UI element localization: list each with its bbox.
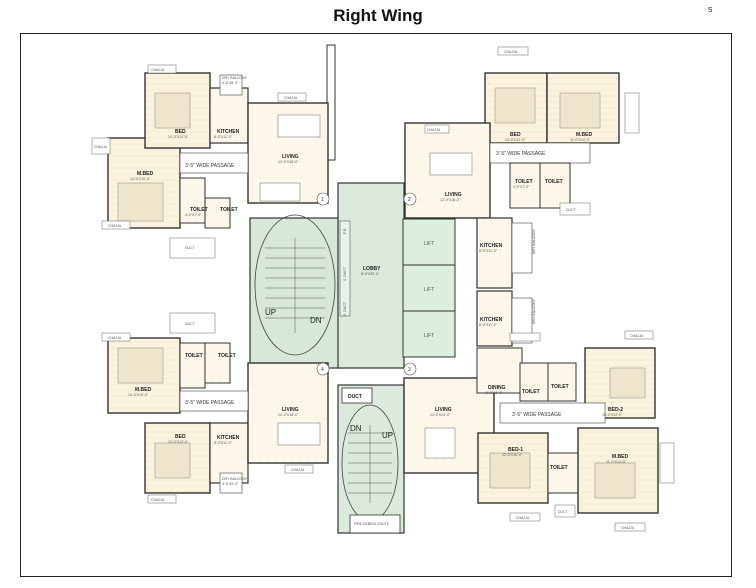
flat3-chajja-3: CHAJJA xyxy=(621,526,635,530)
flat3-duct-label: DUCT xyxy=(558,510,569,514)
flat3-passage-label: 3'-5" WIDE PASSAGE xyxy=(512,412,562,418)
flat2-chajja-1: CHAJJA xyxy=(504,50,518,54)
flat3-mbed-size: 11'-0"X14'-0" xyxy=(606,460,627,464)
corner-mark: s xyxy=(708,4,713,14)
flat3-number: 3 xyxy=(408,367,411,373)
flat2-toilet2-label: TOILET xyxy=(545,179,563,185)
flat2-mbed-label: M.BED xyxy=(576,132,593,138)
flat3-toilet1-label: TOILET xyxy=(522,389,540,395)
flat4-living-label: LIVING xyxy=(282,407,299,413)
flat4-toilet1-label: TOILET xyxy=(185,353,203,359)
flat1-bed-size: 10'-0"X12'-0" xyxy=(168,135,189,139)
page-title: Right Wing xyxy=(333,6,423,25)
flat1-mbed-size: 14'-0"X10'-0" xyxy=(130,177,151,181)
flat1-kitchen-size: 8'-0"X11'-0" xyxy=(214,135,233,139)
stair-up-label-1: UP xyxy=(265,308,276,317)
flat1-living-size: 12'-0"X18'-0" xyxy=(278,160,299,164)
flat3-living-size: 12'-0"X20'-0" xyxy=(430,413,451,417)
flat3-mbed-label: M.BED xyxy=(612,454,629,460)
flat1-toilet1-label: TOILET xyxy=(190,207,208,213)
flat2-chajja-2: CHAJJA xyxy=(427,128,441,132)
flat3-dining-label: DINING xyxy=(488,385,506,391)
flat3-bed1-size: 12'-0"X10'-0" xyxy=(502,453,523,457)
flat1-dry-balcony-label: DRY BALCONY xyxy=(222,76,248,80)
flat2-passage-label: 3'-5" WIDE PASSAGE xyxy=(496,151,546,157)
flat1-chajja-2: CHAJJA xyxy=(284,96,298,100)
floor-plan: UP DN DN UP LOBBY 8'-0"X30'-0" LIFT LIFT… xyxy=(91,44,675,534)
flat4-chajja-3: CHAJJA xyxy=(108,336,122,340)
flat1-mbed-label: M.BED xyxy=(137,171,154,177)
flat1-toilet2-label: TOILET xyxy=(220,207,238,213)
flat2-living-label: LIVING xyxy=(445,192,462,198)
flat2-duct-label: DUCT xyxy=(566,208,577,212)
lift-3-label: LIFT xyxy=(424,333,434,339)
lobby-label: LOBBY xyxy=(363,266,381,272)
flat1-passage-label: 3'-5" WIDE PASSAGE xyxy=(185,163,235,169)
flat4-kitchen-label: KITCHEN xyxy=(217,435,240,441)
flat2-kitchen-size: 8'-0"X11'-0" xyxy=(479,249,498,253)
flat2-kitchen-label: KITCHEN xyxy=(480,243,503,249)
flat2-number: 2 xyxy=(408,197,411,203)
flat4-dry-balcony-label: DRY BALCONY xyxy=(222,477,248,481)
flat3-bed1-label: BED-1 xyxy=(508,447,523,453)
stair-dn-label-2: DN xyxy=(350,424,362,433)
flat3-kitchen-label: KITCHEN xyxy=(480,317,503,323)
flat3-toilet2-label: TOILET xyxy=(551,384,569,390)
lobby-size: 8'-0"X30'-0" xyxy=(361,272,380,276)
flat4-kitchen-size: 8'-0"X11'-0" xyxy=(214,441,233,445)
lift-2-label: LIFT xyxy=(424,287,434,293)
flat3-bed2-label: BED-2 xyxy=(608,407,623,413)
flat2-living-size: 12'-0"X18'-0" xyxy=(440,198,461,202)
fire-chute-label: FIRE DEBRIS CHUTE xyxy=(354,522,390,526)
flat4-mbed-label: M.BED xyxy=(135,387,152,393)
flat3-dining-size: 8'-0"X8'-0" xyxy=(486,391,503,395)
flat4-living-size: 12'-0"X18'-0" xyxy=(278,413,299,417)
flat1-toilet-size: 4'-0"X7'-0" xyxy=(185,213,202,217)
flat2-dry-balcony-label: DRY BALCONY xyxy=(532,228,536,254)
flat3-kitchen-size: 8'-0"X11'-0" xyxy=(479,323,498,327)
s-duct-label-2: S. DUCT xyxy=(343,301,347,316)
flat-4 xyxy=(101,312,329,504)
fd-label: F.D xyxy=(343,228,347,234)
flat1-duct-label: DUCT xyxy=(185,246,196,250)
flat3-bed2-size: 10'-0"X12'-0" xyxy=(602,413,623,417)
flat4-duct-label: DUCT xyxy=(185,322,196,326)
flat2-bed-label: BED xyxy=(510,132,521,138)
flat1-number: 1 xyxy=(321,197,324,203)
flat4-toilet2-label: TOILET xyxy=(218,353,236,359)
flat-2 xyxy=(404,46,640,289)
core-area xyxy=(249,44,456,534)
flat-1 xyxy=(91,64,329,259)
flat-3 xyxy=(403,290,675,532)
flat2-toilet1-label: TOILET xyxy=(515,179,533,185)
flat1-kitchen-label: KITCHEN xyxy=(217,129,240,135)
flat4-mbed-size: 14'-0"X10'-0" xyxy=(128,393,149,397)
flat1-bed-label: BED xyxy=(175,129,186,135)
flat4-bed-size: 10'-0"X12'-0" xyxy=(168,440,189,444)
flat4-dry-balcony-size: 3'-6"X5'-0" xyxy=(222,482,239,486)
flat1-dry-balcony-size: 3'-6"X5'-0" xyxy=(222,81,239,85)
flat2-mbed-size: 11'-0"X14'-0" xyxy=(570,138,591,142)
flat1-chajja-4: CHAJJA xyxy=(108,224,122,228)
flat2-toilet-size: 4'-0"X7'-0" xyxy=(513,185,530,189)
core-duct-label: DUCT xyxy=(348,394,362,400)
s-duct-label-1: S. DUCT xyxy=(343,266,347,281)
flat4-chajja-2: CHAJJA xyxy=(291,468,305,472)
flat2-bed-size: 10'-0"X12'-0" xyxy=(505,138,526,142)
flat1-chajja-1: CHAJJA xyxy=(151,68,165,72)
flat1-chajja-3: CHAJJA xyxy=(94,145,108,149)
flat4-bed-label: BED xyxy=(175,434,186,440)
flat1-living-label: LIVING xyxy=(282,154,299,160)
flat4-chajja-1: CHAJJA xyxy=(151,498,165,502)
flat3-toilet3-label: TOILET xyxy=(550,465,568,471)
stair-up-label-2: UP xyxy=(382,431,393,440)
flat4-number: 4 xyxy=(321,367,324,373)
lift-1-label: LIFT xyxy=(424,241,434,247)
flat3-dry-balcony-label: DRY BALCONY xyxy=(532,298,536,324)
flat3-living-label: LIVING xyxy=(435,407,452,413)
flat3-chajja-2: CHAJJA xyxy=(516,516,530,520)
flat3-chajja-1: CHAJJA xyxy=(630,334,644,338)
stair-dn-label-1: DN xyxy=(310,316,322,325)
flat4-passage-label: 3'-5" WIDE PASSAGE xyxy=(185,400,235,406)
